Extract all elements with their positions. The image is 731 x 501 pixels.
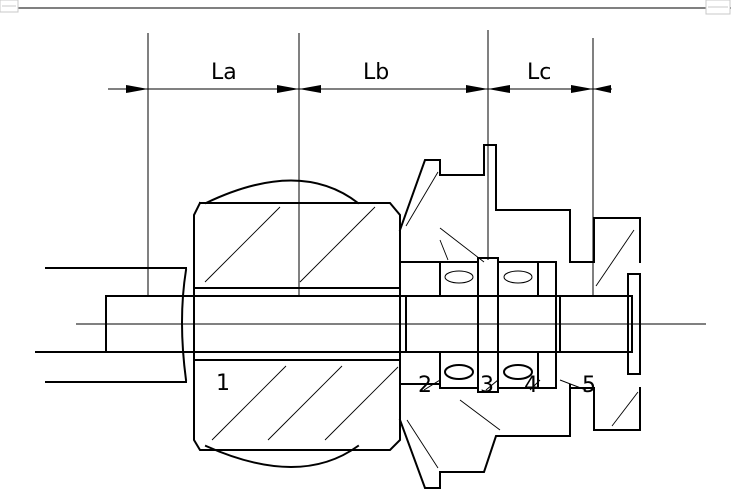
part-number-4: 4 (524, 373, 538, 398)
arrow-lc-right (571, 85, 593, 93)
arrow-la-left (126, 85, 148, 93)
hub-body-part-1 (181, 179, 401, 468)
dimension-line (108, 85, 612, 93)
arrow-la-right (277, 85, 299, 93)
part-number-3: 3 (480, 373, 494, 398)
coupling-part-5 (555, 217, 641, 431)
left-shaft-lines (35, 267, 187, 383)
frame-corners (0, 0, 731, 15)
dimension-lb-label: Lb (363, 60, 389, 85)
part-number-2: 2 (418, 373, 432, 398)
arrow-lc-left (488, 85, 510, 93)
part-number-5: 5 (582, 373, 596, 398)
part-number-1: 1 (216, 371, 230, 396)
dimension-lc-label: Lc (527, 60, 551, 85)
arrow-lb-right (466, 85, 488, 93)
bearing-assembly (399, 257, 557, 393)
dimension-la-label: La (211, 60, 237, 85)
flanged-housing (398, 144, 571, 489)
arrow-lb-left (299, 85, 321, 93)
leader-lines (423, 379, 587, 391)
